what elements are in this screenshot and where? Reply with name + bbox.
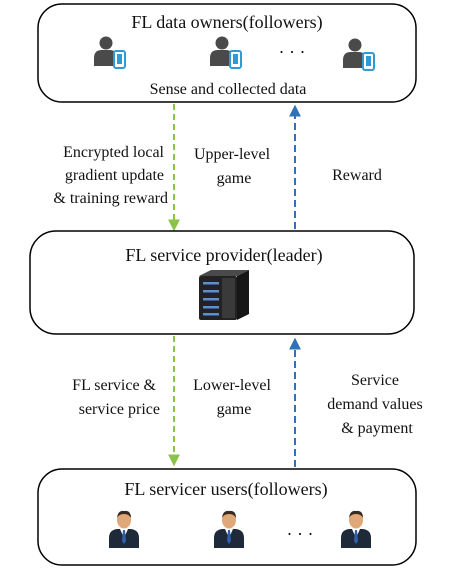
- lower-left-label: FL service & service price: [72, 377, 160, 418]
- lower-center-label: Lower-level game: [193, 377, 275, 418]
- service-users-title: FL servicer users(followers): [124, 479, 327, 500]
- upper-center-label: Upper-level game: [194, 146, 274, 187]
- upper-right-label: Reward: [332, 167, 382, 184]
- service-users-ellipsis: · · ·: [287, 524, 314, 544]
- server-icon: [199, 270, 249, 320]
- data-owners-caption: Sense and collected data: [150, 81, 307, 98]
- upper-left-label: Encrypted local gradient update & traini…: [53, 144, 168, 207]
- service-provider-title: FL service provider(leader): [125, 245, 322, 266]
- lower-right-label: Service demand values & payment: [327, 372, 427, 437]
- data-owners-ellipsis: · · ·: [279, 42, 306, 62]
- data-owners-title: FL data owners(followers): [131, 12, 322, 33]
